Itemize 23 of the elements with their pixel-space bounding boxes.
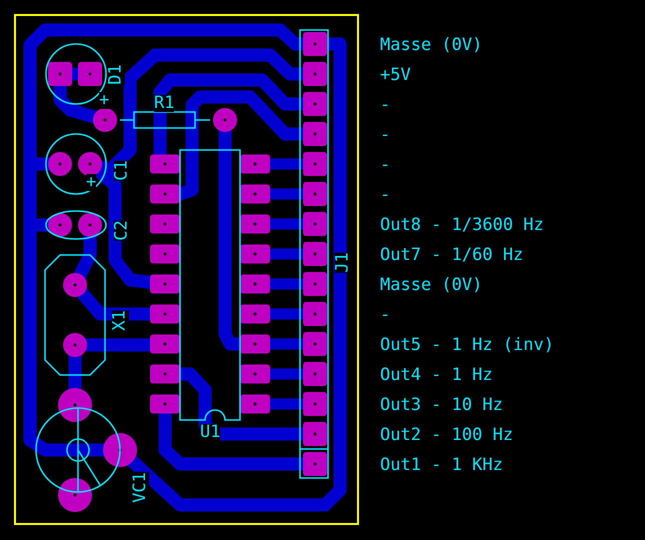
pin-label: Masse (0V) [380,277,482,294]
pin-label: Masse (0V) [380,37,482,54]
component-designator: C1 [114,160,131,180]
pin-label: +5V [380,67,411,84]
component-designator: U1 [200,424,220,440]
pin-label: - [380,127,390,144]
pin-label: Out3 - 10 Hz [380,397,503,414]
pin-label: Out4 - 1 Hz [380,367,493,384]
polarity-mark: + [86,174,96,190]
component-designator: VC1 [131,472,148,502]
pin-label: Out1 - 1 KHz [380,457,503,474]
pin-label: - [380,307,390,324]
polarity-mark: + [99,92,110,108]
pin-label: Out8 - 1/3600 Hz [380,217,544,234]
pin-label: - [380,157,390,174]
pin-label: Out5 - 1 Hz (inv) [380,337,554,354]
pin-label: Out7 - 1/60 Hz [380,247,524,264]
pin-label: Out2 - 100 Hz [380,427,514,444]
pin-label: - [380,97,390,114]
component-designator: R1 [154,94,174,112]
component-designator: D1 [108,64,125,84]
pin-label: - [380,187,390,204]
component-designator: X1 [112,310,129,330]
